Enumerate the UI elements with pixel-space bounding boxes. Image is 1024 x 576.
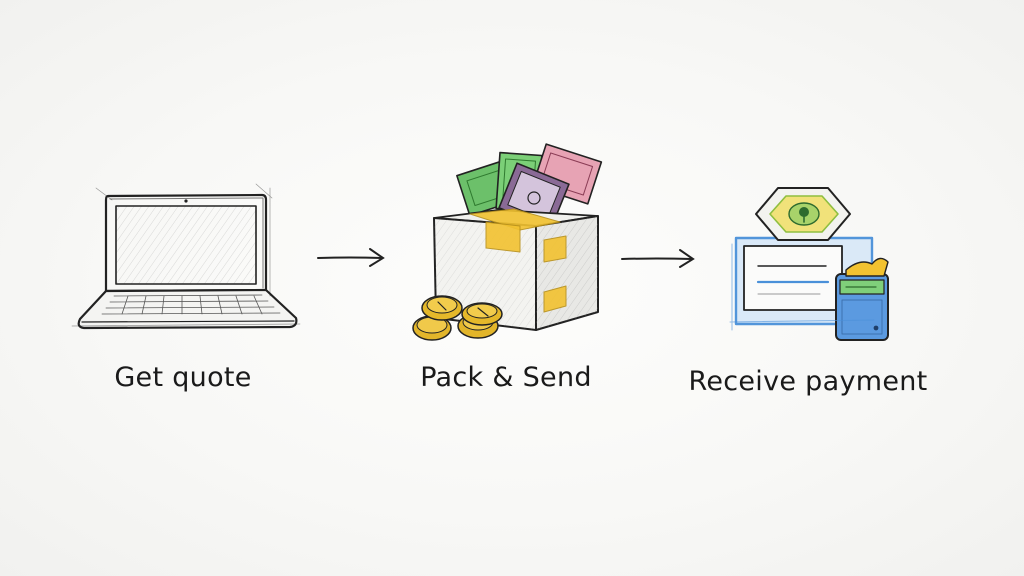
arrow-right-icon xyxy=(621,249,695,268)
coin-stack-icon xyxy=(412,295,503,341)
cash-bill-icon xyxy=(456,143,603,230)
arrow-right-icon xyxy=(317,248,385,267)
step-label-pack-send: Pack & Send xyxy=(420,362,592,393)
step-label-receive-payment: Receive payment xyxy=(688,366,928,397)
laptop-icon xyxy=(71,183,301,330)
payment-card-icon xyxy=(729,187,889,341)
seal-badge-icon xyxy=(755,187,851,241)
step-label-get-quote: Get quote xyxy=(114,362,252,393)
wallet-icon xyxy=(835,257,889,341)
box-with-cash-icon xyxy=(412,143,603,341)
